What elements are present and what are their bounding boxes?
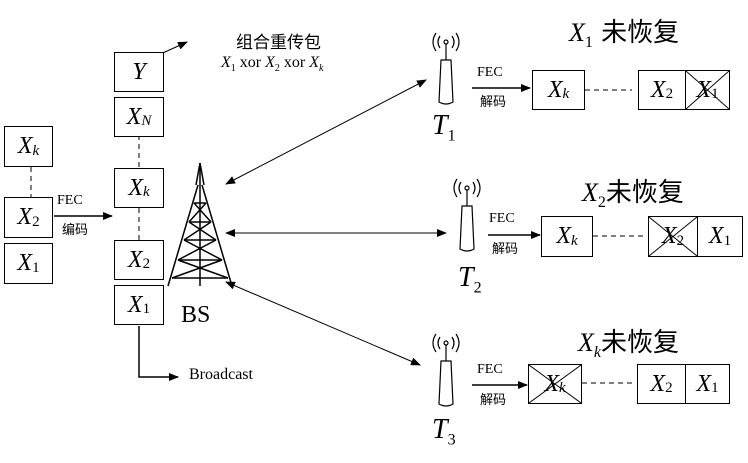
t1-label: T1	[432, 110, 456, 145]
t2-label: T2	[458, 262, 482, 297]
terminal-t2-icon	[453, 178, 481, 252]
t1-status: X1 未恢复	[569, 18, 680, 52]
retransmit-formula: X1 xor X2 xor Xk	[221, 54, 324, 75]
fec-encode-label: FEC	[57, 193, 83, 208]
t3-decode-label: 解码	[480, 393, 507, 408]
encode-label: 编码	[62, 223, 89, 238]
queue-packet-y: Y	[114, 52, 164, 92]
retransmit-title: 组合重传包	[236, 33, 321, 53]
broadcast-label: Broadcast	[189, 366, 253, 383]
t2-fec-label: FEC	[489, 211, 515, 226]
link-t3	[225, 281, 421, 366]
t2-status: X2未恢复	[582, 178, 684, 212]
bs-label: BS	[181, 302, 211, 328]
lost-cross-icon	[649, 217, 697, 256]
terminal-t1-icon	[432, 32, 460, 105]
t3-label: T3	[432, 414, 456, 449]
broadcast-arrow	[138, 326, 179, 381]
t3-fec-label: FEC	[477, 362, 503, 377]
lost-cross-icon	[529, 365, 581, 403]
link-t1	[225, 79, 427, 185]
t1-decode-label: 解码	[480, 95, 507, 110]
t2-decode-label: 解码	[492, 242, 519, 257]
terminal-t3-icon	[432, 333, 460, 407]
bs-tower-icon	[167, 162, 233, 287]
t1-fec-label: FEC	[477, 65, 503, 80]
t3-status: Xk未恢复	[578, 328, 680, 362]
lost-cross-icon	[686, 71, 729, 109]
